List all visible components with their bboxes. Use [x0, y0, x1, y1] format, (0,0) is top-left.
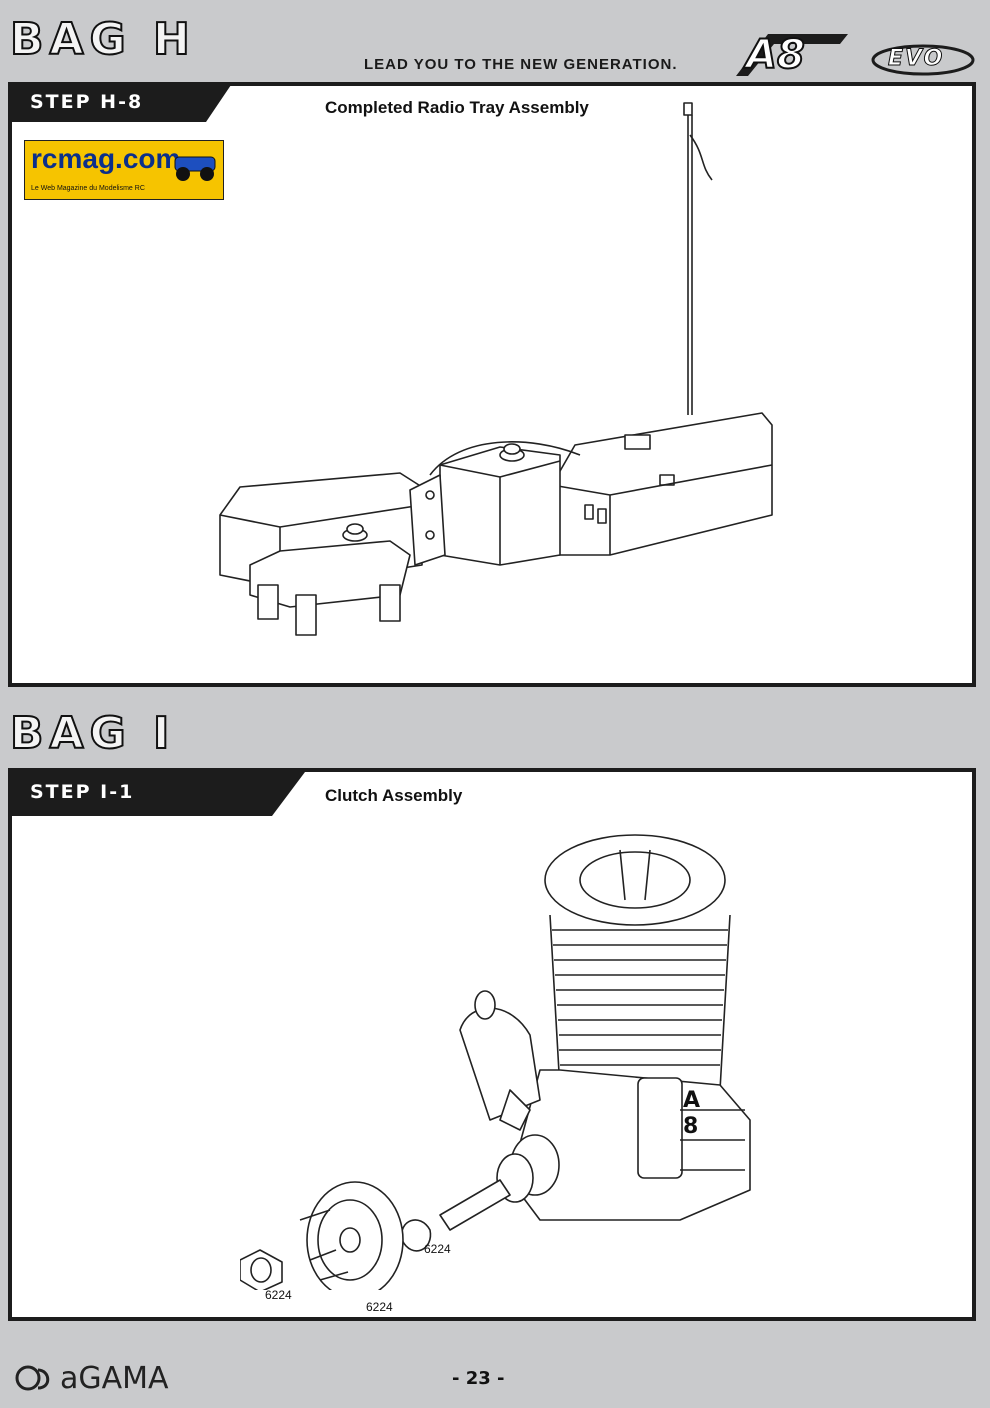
logo-sub: EVO	[887, 46, 945, 72]
a8-evo-logo: A8 EVO	[728, 30, 978, 80]
step-h8-caption: Completed Radio Tray Assembly	[325, 98, 589, 117]
part-label-flywheel: 6224	[366, 1300, 393, 1314]
step-h8-tab: STEP H-8	[8, 82, 233, 122]
engine-mark: A8	[683, 1088, 701, 1139]
tagline: LEAD YOU TO THE NEW GENERATION.	[364, 56, 678, 73]
car-icon	[174, 156, 216, 181]
logo-main: A8	[745, 31, 806, 79]
engine-clutch-illustration	[240, 834, 751, 1290]
watermark-site: rcmag.com	[31, 143, 181, 174]
agama-logo: aGAMA	[14, 1358, 169, 1398]
agama-mark-icon	[15, 1365, 50, 1391]
agama-wordmark: aGAMA	[60, 1360, 169, 1396]
part-label-nut: 6224	[265, 1288, 292, 1302]
rcmag-watermark: rcmag.com Le Web Magazine du Modelisme R…	[24, 140, 224, 200]
part-label-spacer: 6224	[424, 1242, 451, 1256]
watermark-subtitle: Le Web Magazine du Modelisme RC	[31, 185, 145, 192]
page-number: - 23 -	[452, 1368, 505, 1389]
bag-h-title: BAG H	[9, 13, 196, 66]
step-i1-tab: STEP I-1	[8, 768, 308, 816]
radio-tray-illustration	[219, 102, 773, 636]
step-i1-caption: Clutch Assembly	[325, 786, 463, 805]
bag-i-title: BAG I	[9, 707, 176, 760]
